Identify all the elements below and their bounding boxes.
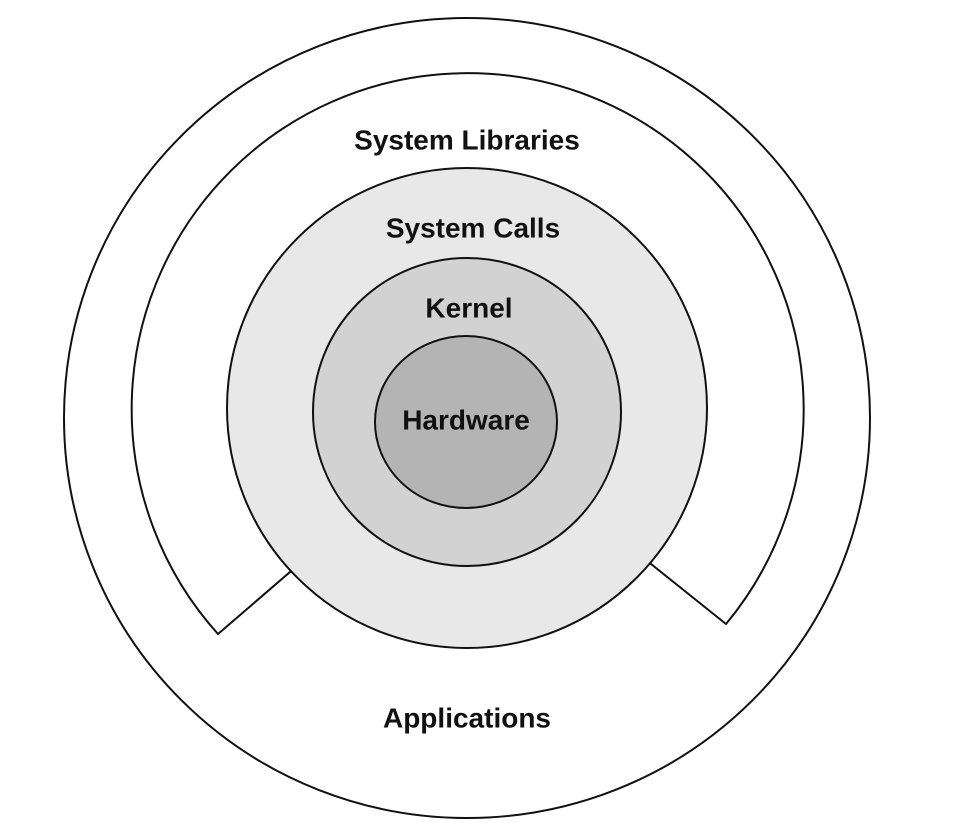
hardware-label: Hardware	[402, 404, 530, 435]
hardware-core	[374, 335, 558, 509]
kernel-label: Kernel	[425, 292, 512, 323]
system-libraries-label: System Libraries	[354, 124, 580, 155]
system-calls-label: System Calls	[386, 212, 560, 243]
applications-label: Applications	[383, 702, 551, 733]
